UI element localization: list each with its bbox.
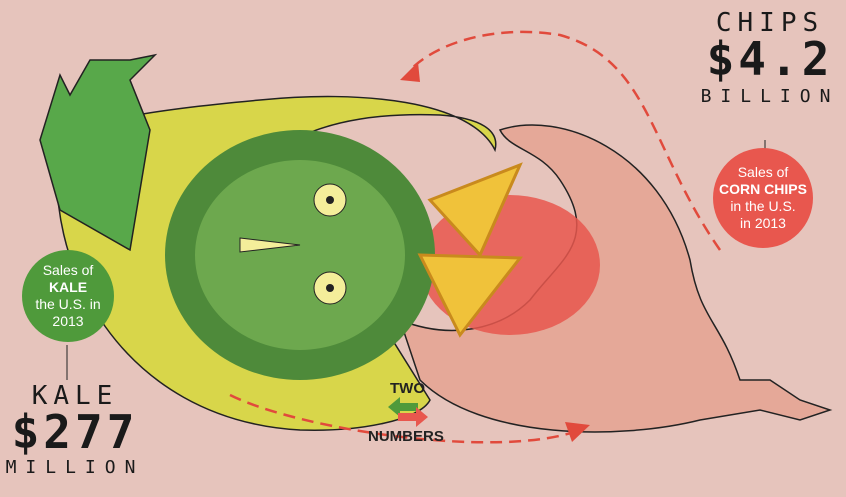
bubble-highlight: CORN CHIPS [719, 181, 807, 197]
kale-unit: MILLION [5, 457, 145, 478]
bubble-text: Sales of [737, 164, 789, 180]
bubble-text: the U.S. in [35, 296, 101, 312]
bubble-text: 2013 [52, 313, 84, 329]
corn-chip [427, 162, 523, 258]
kale-headline: KALE $277 MILLION [5, 383, 145, 477]
chips-headline: CHIPS $4.2 BILLION [700, 10, 840, 106]
bubble-text: Sales of [42, 262, 94, 278]
bubble-highlight: KALE [48, 279, 88, 295]
corn-chip [417, 253, 524, 338]
chips-title: CHIPS [715, 8, 825, 38]
kale-sales-bubble: Sales of KALE the U.S. in 2013 [22, 250, 114, 342]
bubble-text: in 2013 [740, 215, 786, 231]
bubble-text: in the U.S. [730, 198, 796, 214]
kale-title: KALE [31, 381, 119, 411]
kale-amount: $277 [11, 405, 139, 459]
chips-amount: $4.2 [706, 32, 834, 86]
dashed-arrow [229, 393, 581, 444]
chips-unit: BILLION [700, 86, 840, 107]
dashed-arrow [409, 30, 722, 251]
red-right-arrow-icon [398, 407, 428, 427]
corn-chips-sales-bubble: Sales of CORN CHIPS in the U.S. in 2013 [713, 148, 813, 248]
two-label: TWO [390, 380, 425, 397]
kale-nose [239, 237, 301, 253]
kale-hat [39, 53, 158, 252]
green-left-arrow-icon [388, 397, 418, 417]
numbers-label: NUMBERS [368, 428, 444, 445]
